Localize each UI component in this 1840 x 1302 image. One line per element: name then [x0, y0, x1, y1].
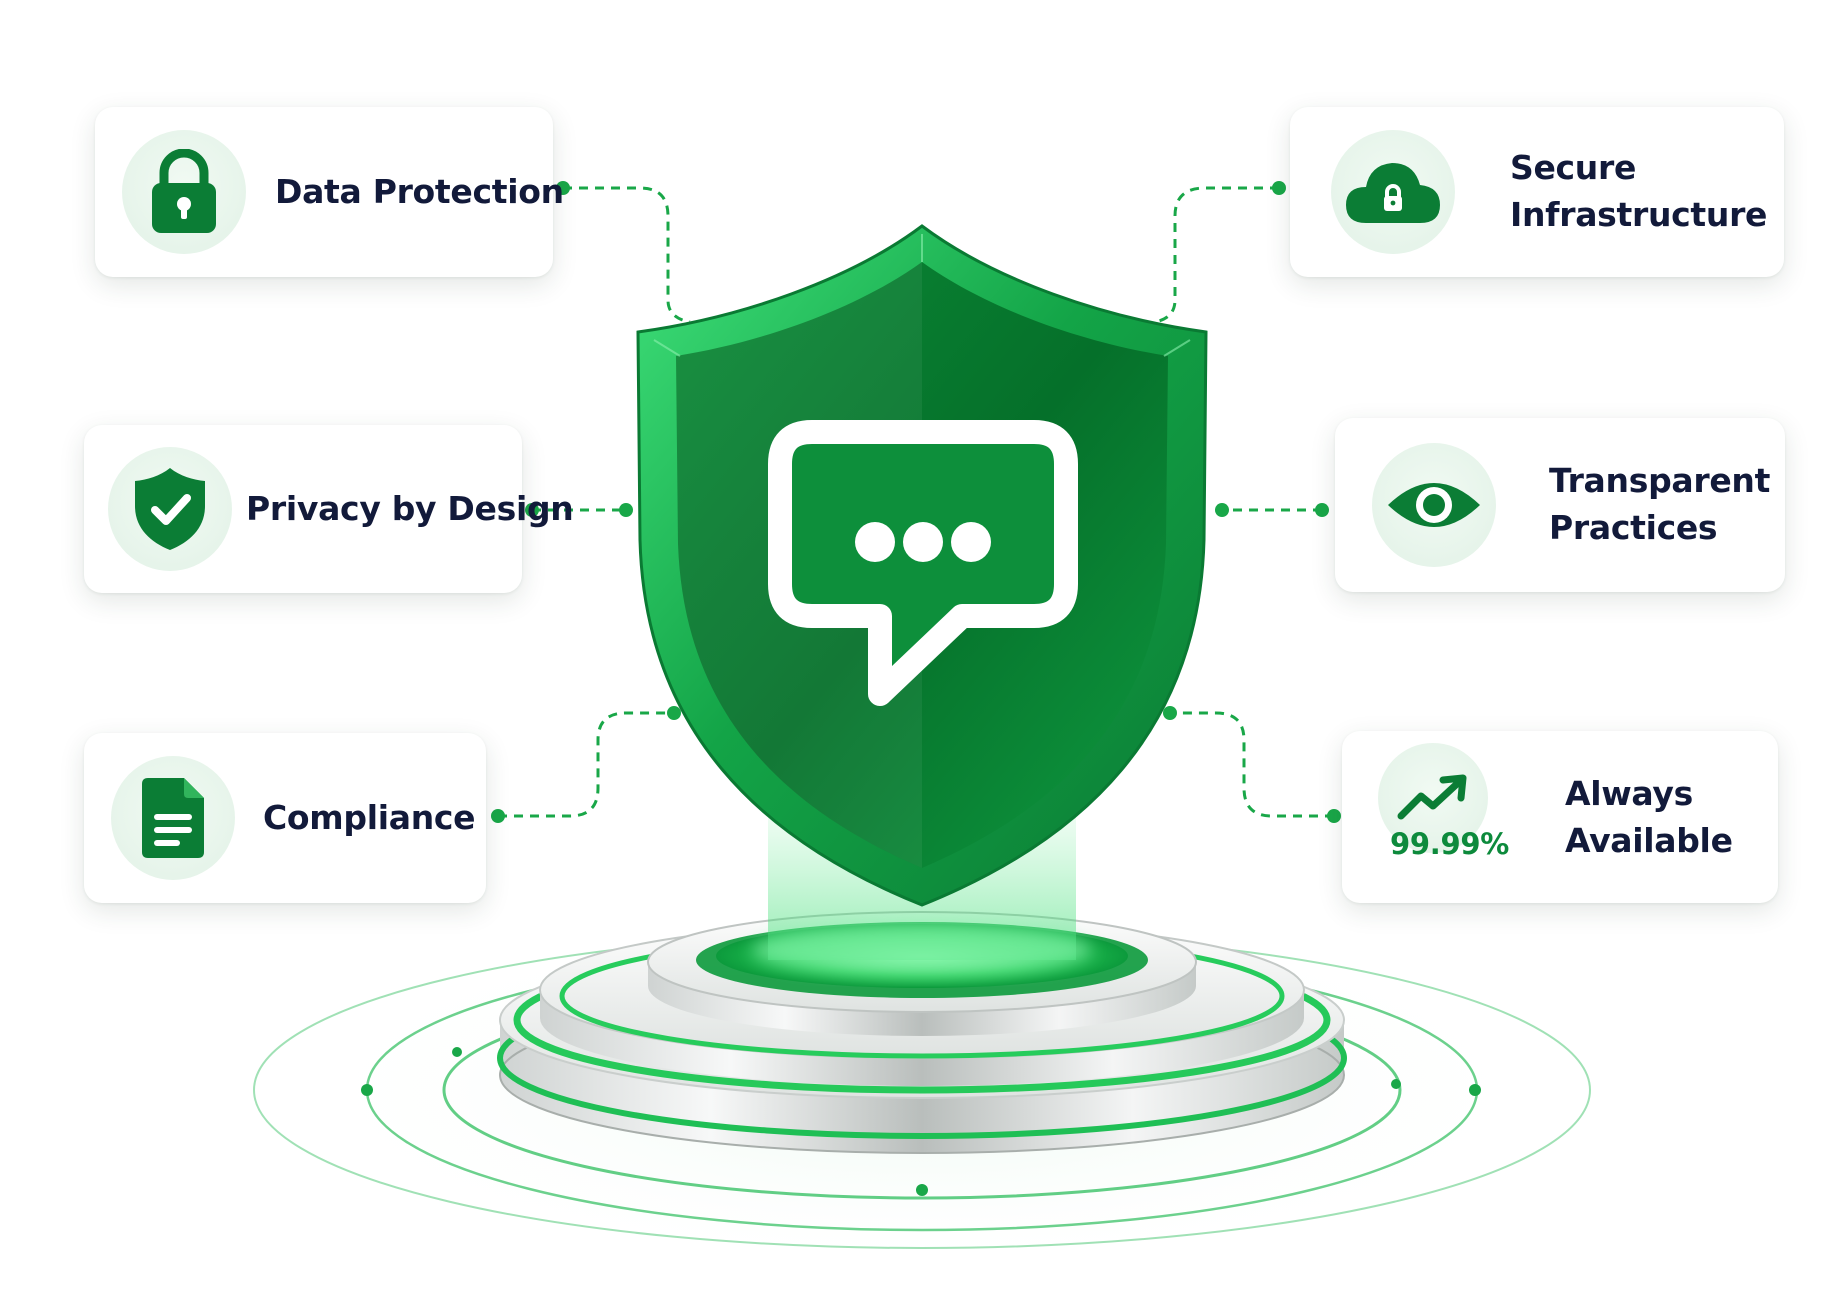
- trend-up-icon-bubble: [1378, 743, 1488, 853]
- feature-label: Data Protection: [275, 172, 564, 211]
- feature-label-line: Always: [1565, 774, 1693, 813]
- feature-card-privacy-by-design: Privacy by Design: [84, 425, 574, 593]
- connector-nodes: [491, 181, 1341, 823]
- feature-label: Privacy by Design: [246, 489, 574, 528]
- cloud-lock-icon-bubble: [1331, 130, 1455, 254]
- feature-card-transparent-practices: Transparent Practices: [1335, 418, 1785, 592]
- shield-check-icon-bubble: [108, 447, 232, 571]
- feature-label-line: Practices: [1549, 507, 1718, 547]
- eye-icon-bubble: [1372, 443, 1496, 567]
- feature-card-data-protection: Data Protection: [95, 107, 564, 277]
- feature-label: Compliance: [263, 798, 476, 837]
- trend-up-icon: [1397, 774, 1467, 820]
- document-icon: [142, 778, 204, 858]
- eye-icon: [1388, 483, 1480, 527]
- lock-icon: [152, 149, 216, 233]
- feature-label: Always Available: [1565, 771, 1733, 865]
- feature-label-line: Transparent: [1549, 461, 1771, 500]
- feature-label-line: Available: [1565, 820, 1733, 860]
- cloud-lock-icon: [1346, 163, 1440, 223]
- feature-label: Secure Infrastructure: [1510, 145, 1767, 239]
- feature-label-line: Infrastructure: [1510, 194, 1768, 234]
- shield-check-icon: [135, 468, 205, 550]
- uptime-metric: 99.99%: [1390, 827, 1509, 861]
- document-icon-bubble: [111, 756, 235, 880]
- orbit-nodes: [361, 1047, 1481, 1196]
- feature-label: Transparent Practices: [1549, 458, 1770, 552]
- feature-label-line: Secure: [1510, 148, 1637, 187]
- connectors: [498, 186, 1334, 818]
- lock-icon-bubble: [122, 130, 246, 254]
- feature-card-always-available: 99.99% Always Available: [1342, 731, 1778, 903]
- pedestal: [497, 911, 1347, 1154]
- feature-card-secure-infrastructure: Secure Infrastructure: [1290, 107, 1784, 277]
- chat-bubble-icon: [768, 420, 1078, 706]
- feature-card-compliance: Compliance: [84, 733, 486, 903]
